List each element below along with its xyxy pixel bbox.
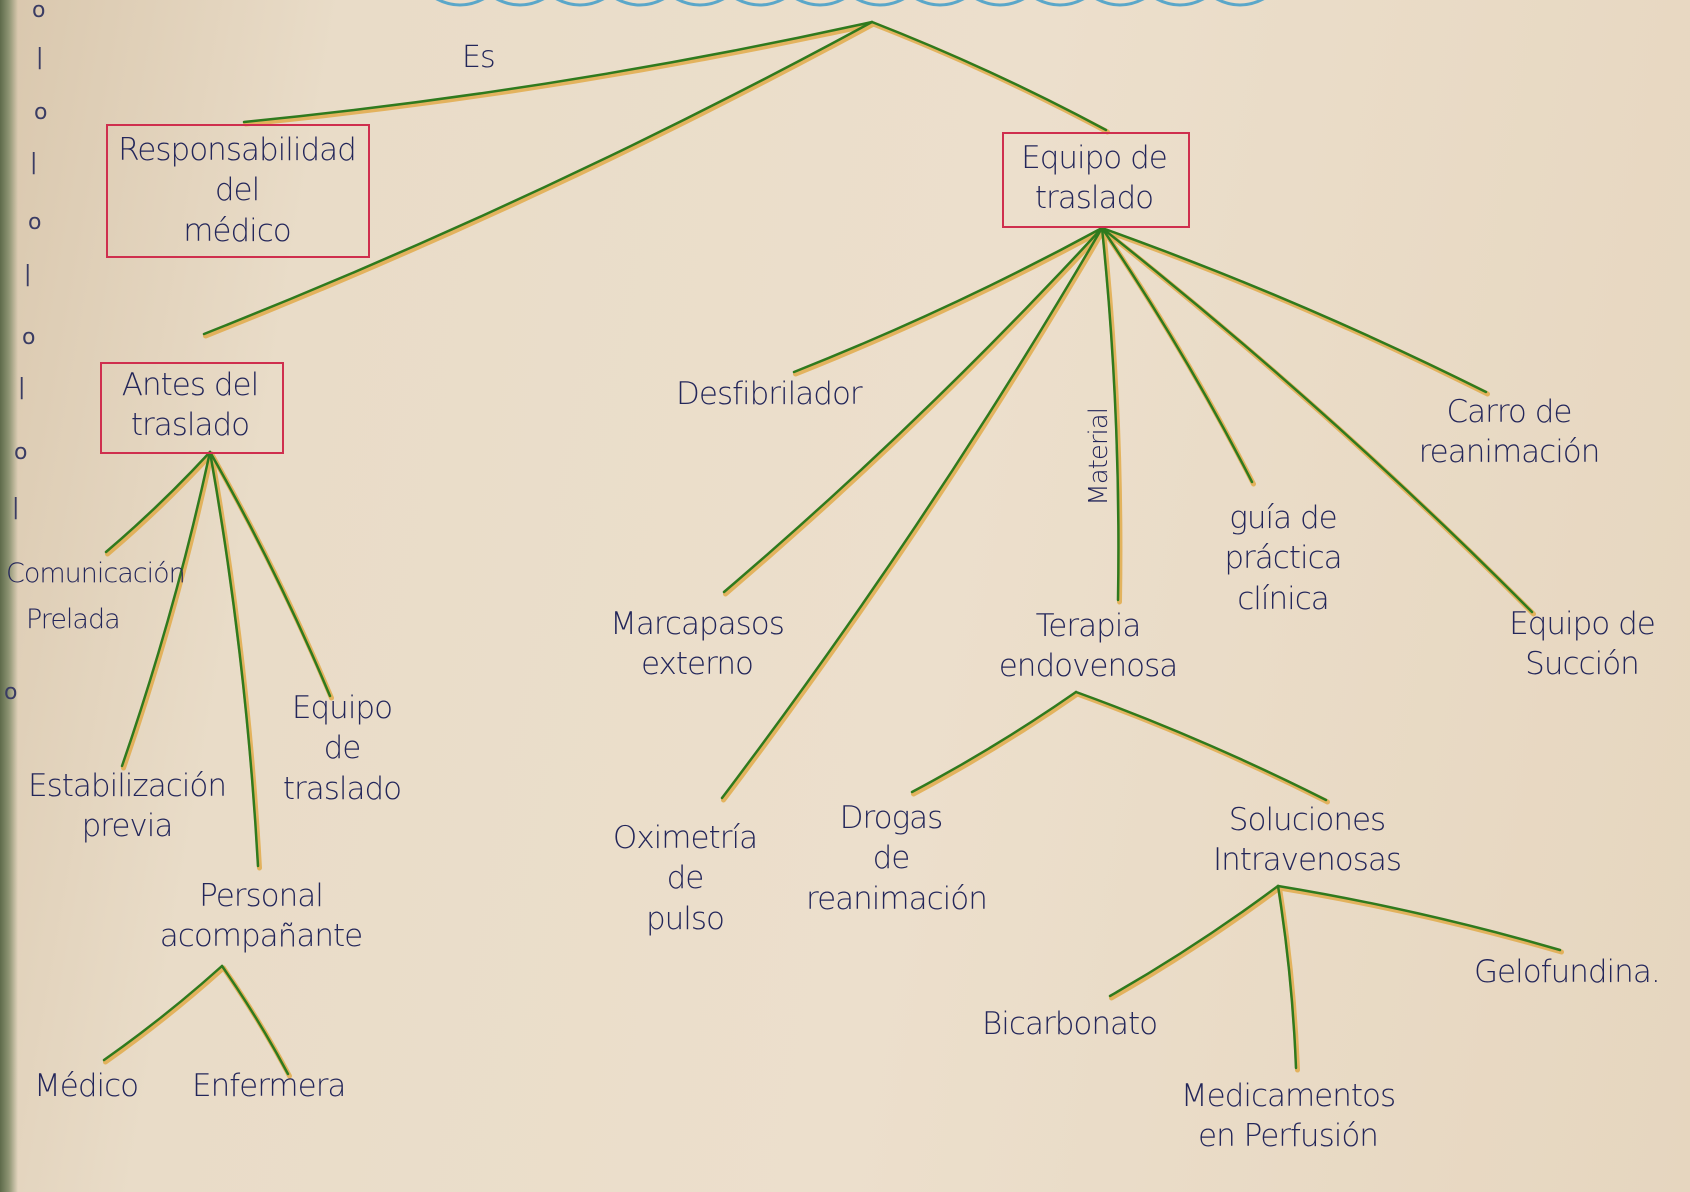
box-responsabilidad	[106, 124, 370, 258]
link-line	[242, 20, 874, 124]
link-line	[202, 20, 874, 336]
link-line	[1276, 884, 1298, 1070]
link-highlight	[1101, 227, 1123, 605]
node-material: Material	[1084, 408, 1115, 506]
link-highlight	[793, 227, 1106, 377]
link-line	[208, 450, 260, 868]
link-highlight	[1101, 227, 1256, 487]
link-highlight	[1075, 691, 1330, 805]
title-cloud-shape	[435, 0, 1265, 7]
link-line	[120, 450, 212, 768]
link-line	[870, 20, 1108, 132]
link-line	[102, 964, 224, 1062]
node-antes-traslado: Antes del traslado	[121, 367, 259, 444]
margin-circle-mark: o	[4, 680, 18, 705]
link-line	[792, 226, 1104, 374]
node-medicamentos: Medicamentos en Perfusión	[1180, 1078, 1396, 1155]
node-soluciones: Soluciones Intravenosas	[1212, 802, 1402, 879]
margin-line-mark: |	[36, 45, 44, 70]
link-line	[1100, 226, 1120, 602]
node-medico: Médico	[34, 1068, 139, 1104]
link-line	[220, 964, 290, 1076]
link-line	[910, 690, 1078, 794]
link-line	[1100, 226, 1254, 484]
node-terapia: Terapia endovenosa	[998, 608, 1179, 685]
link-line	[1108, 884, 1280, 998]
link-highlight	[103, 965, 226, 1065]
node-equipo-traslado-sub: Equipo de traslado	[282, 690, 402, 807]
margin-circle-mark: o	[34, 100, 48, 125]
node-estabilizacion: Estabilización previa	[28, 768, 227, 845]
node-prelada: Prelada	[26, 604, 121, 635]
margin-circle-mark: o	[22, 325, 36, 350]
link-highlight	[1101, 227, 1490, 397]
link-line	[1276, 884, 1562, 952]
link-line	[1100, 226, 1488, 394]
box-equipo-traslado	[1002, 132, 1190, 228]
node-enfermera: Enfermera	[192, 1068, 346, 1104]
link-line	[720, 226, 1104, 800]
link-highlight	[105, 451, 214, 557]
link-highlight	[1109, 885, 1282, 1001]
margin-line-mark: |	[30, 150, 38, 175]
node-succion: Equipo de Succión	[1509, 606, 1656, 683]
node-responsabilidad: Responsabilidad del médico	[118, 132, 357, 249]
link-line	[208, 450, 332, 698]
node-equipo-traslado: Equipo de traslado	[1021, 140, 1168, 217]
link-highlight	[243, 21, 876, 127]
node-bicarbonato: Bicarbonato	[982, 1006, 1158, 1042]
link-line	[1074, 690, 1328, 802]
node-comunicacion: Comunicación	[6, 558, 186, 589]
link-line	[104, 450, 212, 554]
margin-line-mark: |	[12, 495, 20, 520]
link-line	[1100, 226, 1534, 614]
margin-line-mark: |	[18, 375, 26, 400]
node-gelofundina: Gelofundina.	[1474, 954, 1661, 990]
link-highlight	[121, 451, 214, 771]
margin-circle-mark: o	[14, 440, 28, 465]
link-highlight	[203, 21, 876, 339]
node-guia: guía de práctica clínica	[1224, 500, 1342, 617]
link-highlight	[1277, 885, 1564, 955]
node-drogas: Drogas de reanimación	[806, 800, 988, 917]
link-highlight	[723, 227, 1106, 597]
margin-circle-mark: o	[32, 0, 46, 23]
margin-circle-mark: o	[28, 210, 42, 235]
node-oximetria: Oximetría de pulso	[612, 820, 758, 937]
margin-line-mark: |	[24, 262, 32, 287]
node-carro: Carro de reanimación	[1418, 394, 1601, 471]
box-antes-traslado	[100, 362, 284, 454]
link-highlight	[721, 227, 1106, 803]
link-highlight	[871, 21, 1110, 135]
notebook-binding-edge	[0, 0, 18, 1192]
link-line	[722, 226, 1104, 594]
link-highlight	[911, 691, 1080, 797]
node-personal: Personal acompañante	[159, 878, 363, 955]
node-marcapasos: Marcapasos externo	[610, 606, 785, 683]
node-desfibrilador: Desfibrilador	[676, 376, 863, 412]
connector-label-es: Es	[462, 40, 496, 75]
